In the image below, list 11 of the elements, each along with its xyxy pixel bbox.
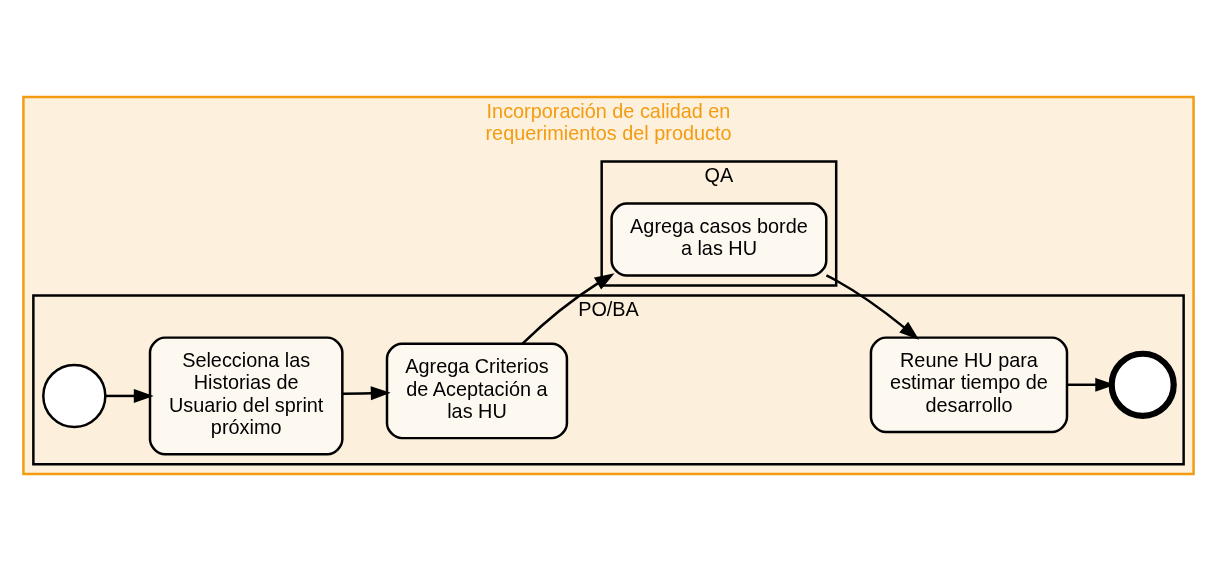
arrow — [342, 386, 391, 401]
node-box: Selecciona las Historias de Usuario del sprint próximo — [148, 336, 344, 456]
node-box: Reune HU para estimar tiempo de desarrollo — [869, 336, 1069, 434]
arrow — [825, 274, 920, 340]
arrow — [521, 273, 615, 345]
arrow — [1067, 377, 1116, 392]
node-circle — [1108, 350, 1177, 419]
node-box: Agrega Criterios de Aceptación a las HU — [385, 342, 569, 440]
node-box: Agrega casos borde a las HU — [610, 202, 828, 277]
arrow — [105, 388, 154, 403]
node-circle — [42, 363, 107, 429]
